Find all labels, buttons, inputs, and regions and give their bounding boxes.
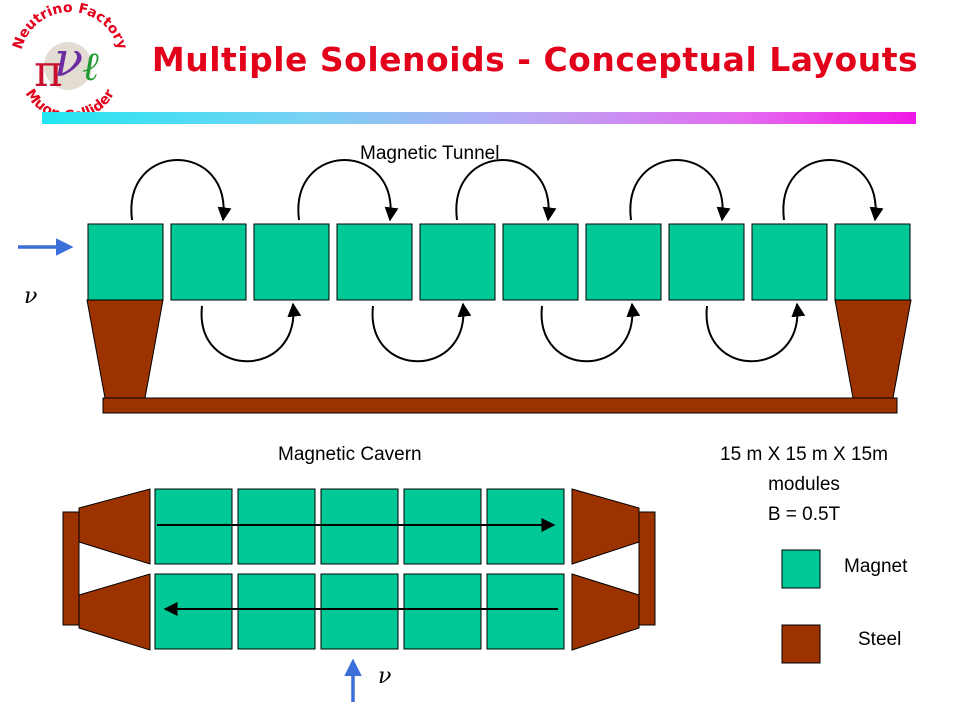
svg-text:ν: ν xyxy=(54,32,83,88)
cavern-steel-plate-right xyxy=(638,511,656,626)
tunnel-magnet-module xyxy=(336,223,413,301)
tunnel-magnet-module xyxy=(87,223,164,301)
tunnel-flux-arc-bottom xyxy=(371,302,472,363)
tunnel-magnet-module xyxy=(253,223,330,301)
tunnel-steel-support-left xyxy=(86,299,164,399)
svg-text:π: π xyxy=(34,46,63,97)
spec-field: B = 0.5T xyxy=(767,504,841,525)
cavern-steel-cone-left-bottom xyxy=(78,573,151,651)
magnetic-cavern-label: Magnetic Cavern xyxy=(278,444,422,465)
cavern-steel-cone-left-top xyxy=(78,488,151,565)
tunnel-flux-arc-bottom xyxy=(705,302,806,363)
cavern-magnet-module xyxy=(486,573,565,650)
tunnel-magnet-module xyxy=(834,223,911,301)
tunnel-magnet-module xyxy=(751,223,828,301)
spec-dimensions: 15 m X 15 m X 15m xyxy=(720,444,888,465)
cavern-magnet-module xyxy=(486,488,565,565)
tunnel-magnet-module xyxy=(170,223,247,301)
cavern-neutrino-symbol: ν xyxy=(378,664,392,689)
tunnel-flux-arc-top xyxy=(130,159,232,222)
tunnel-flux-arc-bottom xyxy=(540,302,641,363)
tunnel-neutrino-symbol: ν xyxy=(24,284,38,309)
cavern-magnet-module xyxy=(403,488,482,565)
tunnel-flux-arc-top xyxy=(297,159,399,222)
cavern-magnet-module xyxy=(237,488,316,565)
page-title: Multiple Solenoids - Conceptual Layouts xyxy=(151,40,919,79)
tunnel-flux-arc-top xyxy=(455,159,557,222)
neutrino-factory-logo: Neutrino Factory Muon Collider π ν ℓ xyxy=(10,0,130,124)
cavern-magnet-module xyxy=(320,488,399,565)
tunnel-flux-arc-bottom xyxy=(200,302,302,363)
cavern-magnet-module xyxy=(154,488,233,565)
svg-text:ℓ: ℓ xyxy=(82,44,99,90)
legend-magnet-label: Magnet xyxy=(844,556,908,577)
cavern-magnet-module xyxy=(320,573,399,650)
tunnel-flux-arc-top xyxy=(782,159,884,222)
tunnel-magnet-module xyxy=(585,223,662,301)
tunnel-steel-base xyxy=(102,397,898,414)
tunnel-magnet-module xyxy=(668,223,745,301)
title-rule xyxy=(42,112,916,124)
cavern-magnet-module xyxy=(237,573,316,650)
tunnel-magnet-module xyxy=(419,223,496,301)
magnetic-tunnel-label: Magnetic Tunnel xyxy=(360,143,500,164)
spec-modules: modules xyxy=(768,474,840,495)
cavern-steel-cone-right-top xyxy=(571,488,640,565)
legend-steel-swatch xyxy=(781,624,821,664)
legend-magnet-swatch xyxy=(781,549,821,589)
cavern-steel-cone-right-bottom xyxy=(571,573,640,651)
cavern-steel-plate-left xyxy=(62,511,80,626)
legend-steel-label: Steel xyxy=(858,629,902,650)
tunnel-steel-support-right xyxy=(834,299,912,399)
cavern-magnet-module xyxy=(154,573,233,650)
cavern-magnet-module xyxy=(403,573,482,650)
tunnel-magnet-module xyxy=(502,223,579,301)
tunnel-flux-arc-top xyxy=(629,159,731,222)
